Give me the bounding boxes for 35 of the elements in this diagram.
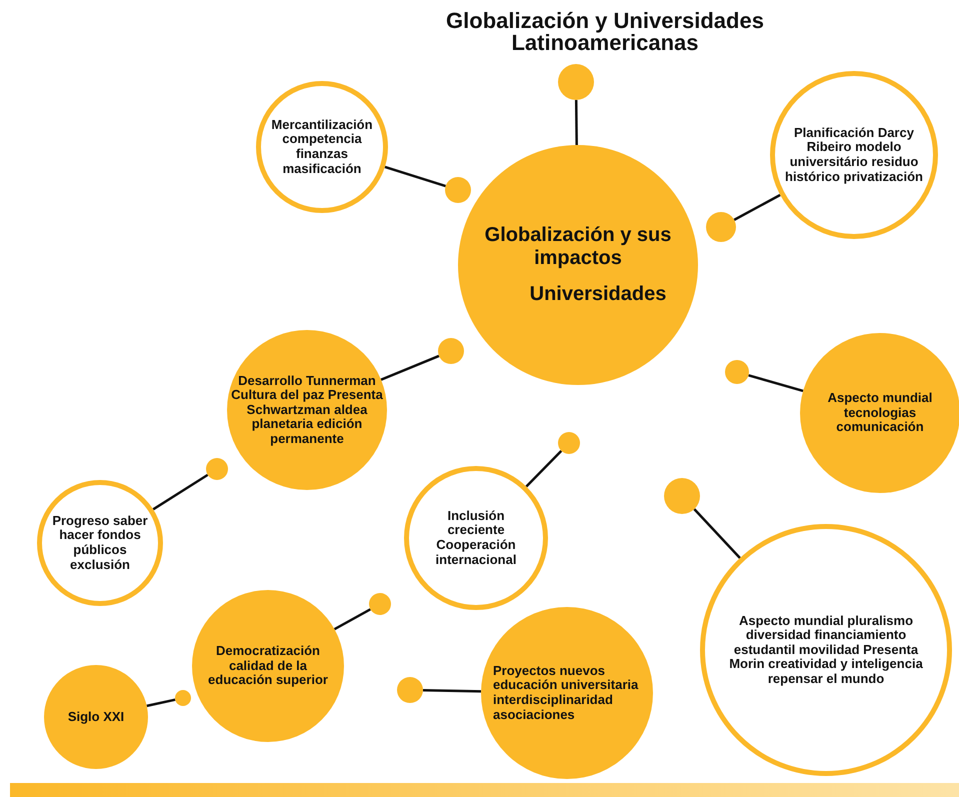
connector-line <box>422 689 482 693</box>
node-text: Siglo XXI <box>66 710 126 724</box>
node-text: Democratización calidad de la educación superior <box>207 644 329 688</box>
dot <box>175 690 191 706</box>
dot <box>706 212 736 242</box>
node-text: Mercantilización competencia finanzas masificación <box>270 118 374 176</box>
dot <box>558 64 594 100</box>
connector-line <box>734 194 781 221</box>
node-text: Inclusión creciente Cooperación internacional <box>434 508 518 568</box>
node-text: Aspecto mundial tecnologias comunicación <box>826 391 934 435</box>
dot <box>664 478 700 514</box>
node-text: Universidades <box>528 283 668 306</box>
node-text: Desarrollo Tunnerman Cultura del paz Presenta Schwartzman aldea planetaria edición permanente <box>230 374 384 446</box>
connector-line <box>748 374 804 392</box>
dot <box>725 360 749 384</box>
connector-line <box>380 354 440 381</box>
node-text: Proyectos nuevos educación universitaria interdisciplinaridad asociaciones <box>493 664 640 722</box>
dot <box>438 338 464 364</box>
connector-line <box>334 608 371 630</box>
dot <box>369 593 391 615</box>
connector-line <box>693 508 741 559</box>
connector-line <box>152 474 208 510</box>
node-text: Aspecto mundial pluralismo diversidad financiamiento estudantil movilidad Presenta Morin creatividad y inteligencia repensar el mundo <box>728 614 924 686</box>
dot <box>445 177 471 203</box>
dot <box>558 432 580 454</box>
connector-line <box>574 100 578 146</box>
connector-line <box>146 698 176 708</box>
dot <box>397 677 423 703</box>
title: Globalización y Universidades Latinoamericanas <box>445 10 765 54</box>
dot <box>206 458 228 480</box>
heading: Globalización y sus impactos <box>484 224 672 270</box>
connector-line <box>525 450 562 488</box>
connector-line <box>384 166 446 188</box>
node-text: Progreso saber hacer fondos públicos exclusión <box>51 514 149 572</box>
node-text: Planificación Darcy Ribeiro modelo universitário residuo histórico privatización <box>784 126 924 184</box>
